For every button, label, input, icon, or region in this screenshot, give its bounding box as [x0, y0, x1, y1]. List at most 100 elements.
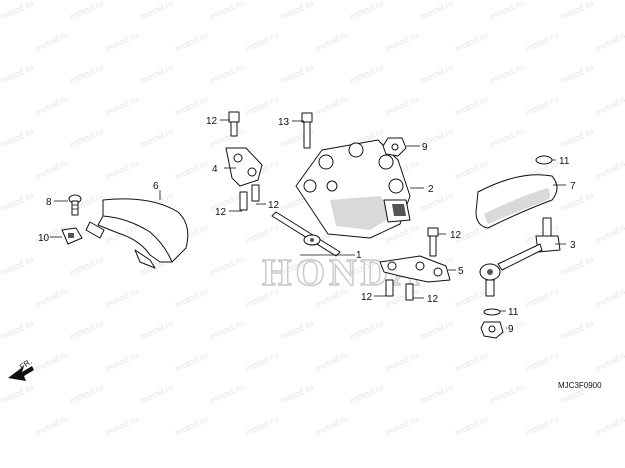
watermark-text: motod.ru	[33, 158, 69, 182]
watermark-text: motod.ru	[313, 94, 349, 118]
curved-cover-icon[interactable]	[85, 198, 189, 269]
watermark-text: motod.ru	[418, 190, 454, 214]
watermark-text: motod.ru	[173, 158, 209, 182]
watermark-text: motod.ru	[278, 382, 314, 406]
watermark-text: motod.ru	[488, 0, 524, 22]
watermark-text: motod.ru	[278, 0, 314, 22]
watermark-text: motod.ru	[593, 94, 625, 118]
callout-11: 11	[559, 156, 570, 167]
watermark-text: motod.ru	[208, 382, 244, 406]
callout-2: 2	[428, 184, 434, 195]
watermark-text: motod.ru	[68, 126, 104, 150]
watermark-text: motod.ru	[208, 126, 244, 150]
callout-12-left: 12	[215, 207, 227, 218]
watermark-text: motod.ru	[488, 126, 524, 150]
watermark-text: motod.ru	[68, 318, 104, 342]
watermark-text: motod.ru	[383, 350, 419, 374]
callout-5: 5	[458, 266, 464, 277]
watermark-text: motod.ru	[33, 350, 69, 374]
watermark-text: motod.ru	[0, 190, 35, 214]
watermark-text: motod.ru	[138, 62, 174, 86]
watermark-text: motod.ru	[138, 126, 174, 150]
bolt-icon	[68, 194, 82, 216]
watermark-text: motod.ru	[488, 62, 524, 86]
watermark-text: motod.ru	[173, 286, 209, 310]
tie-rod-icon[interactable]	[479, 217, 561, 297]
watermark-text: motod.ru	[243, 222, 279, 246]
bracket-bolt-icon	[427, 227, 439, 257]
watermark-text: motod.ru	[103, 94, 139, 118]
watermark-text: motod.ru	[103, 158, 139, 182]
watermark-text: motod.ru	[103, 414, 139, 438]
watermark-text: motod.ru	[418, 382, 454, 406]
watermark-text: motod.ru	[0, 318, 35, 342]
callout-1: 1	[356, 250, 362, 261]
leader-lines	[50, 119, 566, 329]
watermark-text: motod.ru	[593, 286, 625, 310]
watermark-text: motod.ru	[313, 30, 349, 54]
watermark-text: motod.ru	[173, 350, 209, 374]
watermark-text: motod.ru	[208, 0, 244, 22]
watermark-text: motod.ru	[558, 190, 594, 214]
watermark-text: motod.ru	[558, 254, 594, 278]
callout-8: 8	[46, 197, 52, 208]
watermark-text: motod.ru	[558, 318, 594, 342]
watermark-text: motod.ru	[453, 158, 489, 182]
watermark-text: motod.ru	[523, 414, 559, 438]
callout-12-right: 12	[450, 230, 462, 241]
watermark-text: motod.ru	[418, 62, 454, 86]
watermark-text: motod.ru	[208, 190, 244, 214]
callout-11-lower: 11	[508, 307, 519, 318]
callout-6: 6	[153, 181, 159, 192]
watermark-text: motod.ru	[103, 286, 139, 310]
watermark-text: motod.ru	[453, 30, 489, 54]
watermark-text: motod.ru	[523, 30, 559, 54]
watermark-text: motod.ru	[313, 414, 349, 438]
rod-icon	[271, 211, 341, 257]
watermark-text: motod.ru	[523, 94, 559, 118]
gear-shift-housing-icon[interactable]	[295, 139, 411, 239]
callout-10: 10	[38, 233, 50, 244]
watermark-text: motod.ru	[418, 0, 454, 22]
watermark-text: motod.ru	[593, 158, 625, 182]
callout-3: 3	[570, 240, 576, 251]
washer-icon	[483, 308, 501, 316]
callout-9-lower: 9	[508, 324, 514, 335]
watermark-text: motod.ru	[348, 0, 384, 22]
watermark-text: motod.ru	[278, 62, 314, 86]
watermark-text: motod.ru	[453, 350, 489, 374]
watermark-text: motod.ru	[313, 350, 349, 374]
watermark-text: motod.ru	[33, 94, 69, 118]
watermark-text: motod.ru	[593, 30, 625, 54]
watermark-text: motod.ru	[173, 94, 209, 118]
watermark-text: motod.ru	[208, 62, 244, 86]
watermark-text: motod.ru	[523, 286, 559, 310]
watermark-layer: motod.ru motod.ru motod.ru motod.ru motod.ru…	[0, 0, 625, 438]
watermark-text: motod.ru	[173, 414, 209, 438]
watermark-text: motod.ru	[243, 350, 279, 374]
callout-4: 4	[212, 164, 218, 175]
watermark-text: motod.ru	[0, 126, 35, 150]
rear-bracket-icon[interactable]	[379, 255, 451, 301]
watermark-text: motod.ru	[138, 0, 174, 22]
watermark-text: motod.ru	[418, 318, 454, 342]
watermark-text: motod.ru	[208, 318, 244, 342]
watermark-text: motod.ru	[348, 382, 384, 406]
watermark-text: motod.ru	[558, 126, 594, 150]
callout-9: 9	[422, 142, 428, 153]
watermark-text: motod.ru	[593, 350, 625, 374]
diagram-code: MJC3F0900	[558, 381, 602, 390]
watermark-text: motod.ru	[558, 62, 594, 86]
watermark-text: motod.ru	[103, 30, 139, 54]
watermark-text: motod.ru	[68, 382, 104, 406]
link-arm-icon[interactable]	[475, 155, 558, 229]
watermark-text: motod.ru	[243, 94, 279, 118]
watermark-text: motod.ru	[278, 318, 314, 342]
clip-nut-icon	[61, 227, 83, 245]
callout-12-top: 12	[206, 116, 218, 127]
watermark-text: motod.ru	[348, 62, 384, 86]
watermark-text: motod.ru	[173, 30, 209, 54]
watermark-text: motod.ru	[453, 94, 489, 118]
front-arrow-icon	[8, 366, 34, 381]
